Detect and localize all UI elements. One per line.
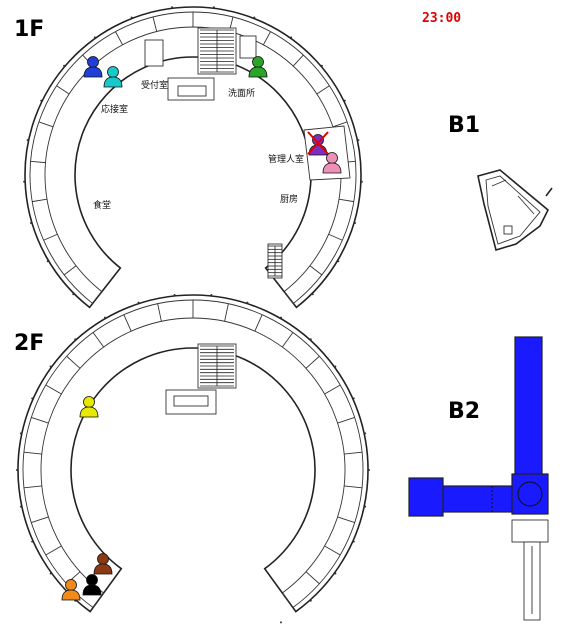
- clock-time: 23:00: [422, 11, 461, 26]
- person-icon-brown[interactable]: [93, 553, 113, 575]
- floor-label-2f: 2F: [14, 331, 44, 356]
- person-icon-blue[interactable]: [83, 56, 103, 78]
- floor-1f-side-stair: [267, 243, 283, 279]
- room-label-kitchen: 厨房: [280, 193, 298, 205]
- floor-label-b1: B1: [448, 113, 480, 138]
- person-icon-green[interactable]: [248, 56, 268, 78]
- floor-b1-plan: [477, 169, 553, 252]
- person-icon-victim[interactable]: [307, 131, 329, 156]
- person-icon-orange[interactable]: [61, 579, 81, 601]
- person-icon-yellow[interactable]: [79, 396, 99, 418]
- b2-vertical-corridor: [514, 336, 543, 478]
- room-label-parlor: 応接室: [101, 103, 128, 115]
- floor-label-b2: B2: [448, 399, 480, 424]
- b2-south-room: [511, 519, 549, 543]
- room-label-manager: 管理人室: [268, 153, 304, 165]
- b2-west-room: [408, 477, 444, 517]
- person-icon-cyan[interactable]: [103, 66, 123, 88]
- floor-2f-stairwell: [165, 343, 237, 415]
- room-label-washroom: 洗面所: [228, 87, 255, 99]
- floor-label-1f: 1F: [14, 17, 44, 42]
- b2-horizontal-corridor: [440, 485, 516, 513]
- floor-2f-plan: [16, 293, 370, 624]
- room-label-dining: 食堂: [93, 199, 111, 211]
- person-icon-pink[interactable]: [322, 152, 342, 174]
- floor-2f-ring: [16, 293, 370, 624]
- person-icon-black[interactable]: [82, 574, 102, 596]
- floor-1f-stairwell: [144, 27, 257, 101]
- b2-hub-room: [511, 473, 549, 515]
- floor-b2-plan: [408, 336, 549, 621]
- floor-1f-plan: 受付室 応接室 洗面所 管理人室 食堂 厨房: [23, 6, 363, 322]
- room-label-reception: 受付室: [141, 79, 168, 91]
